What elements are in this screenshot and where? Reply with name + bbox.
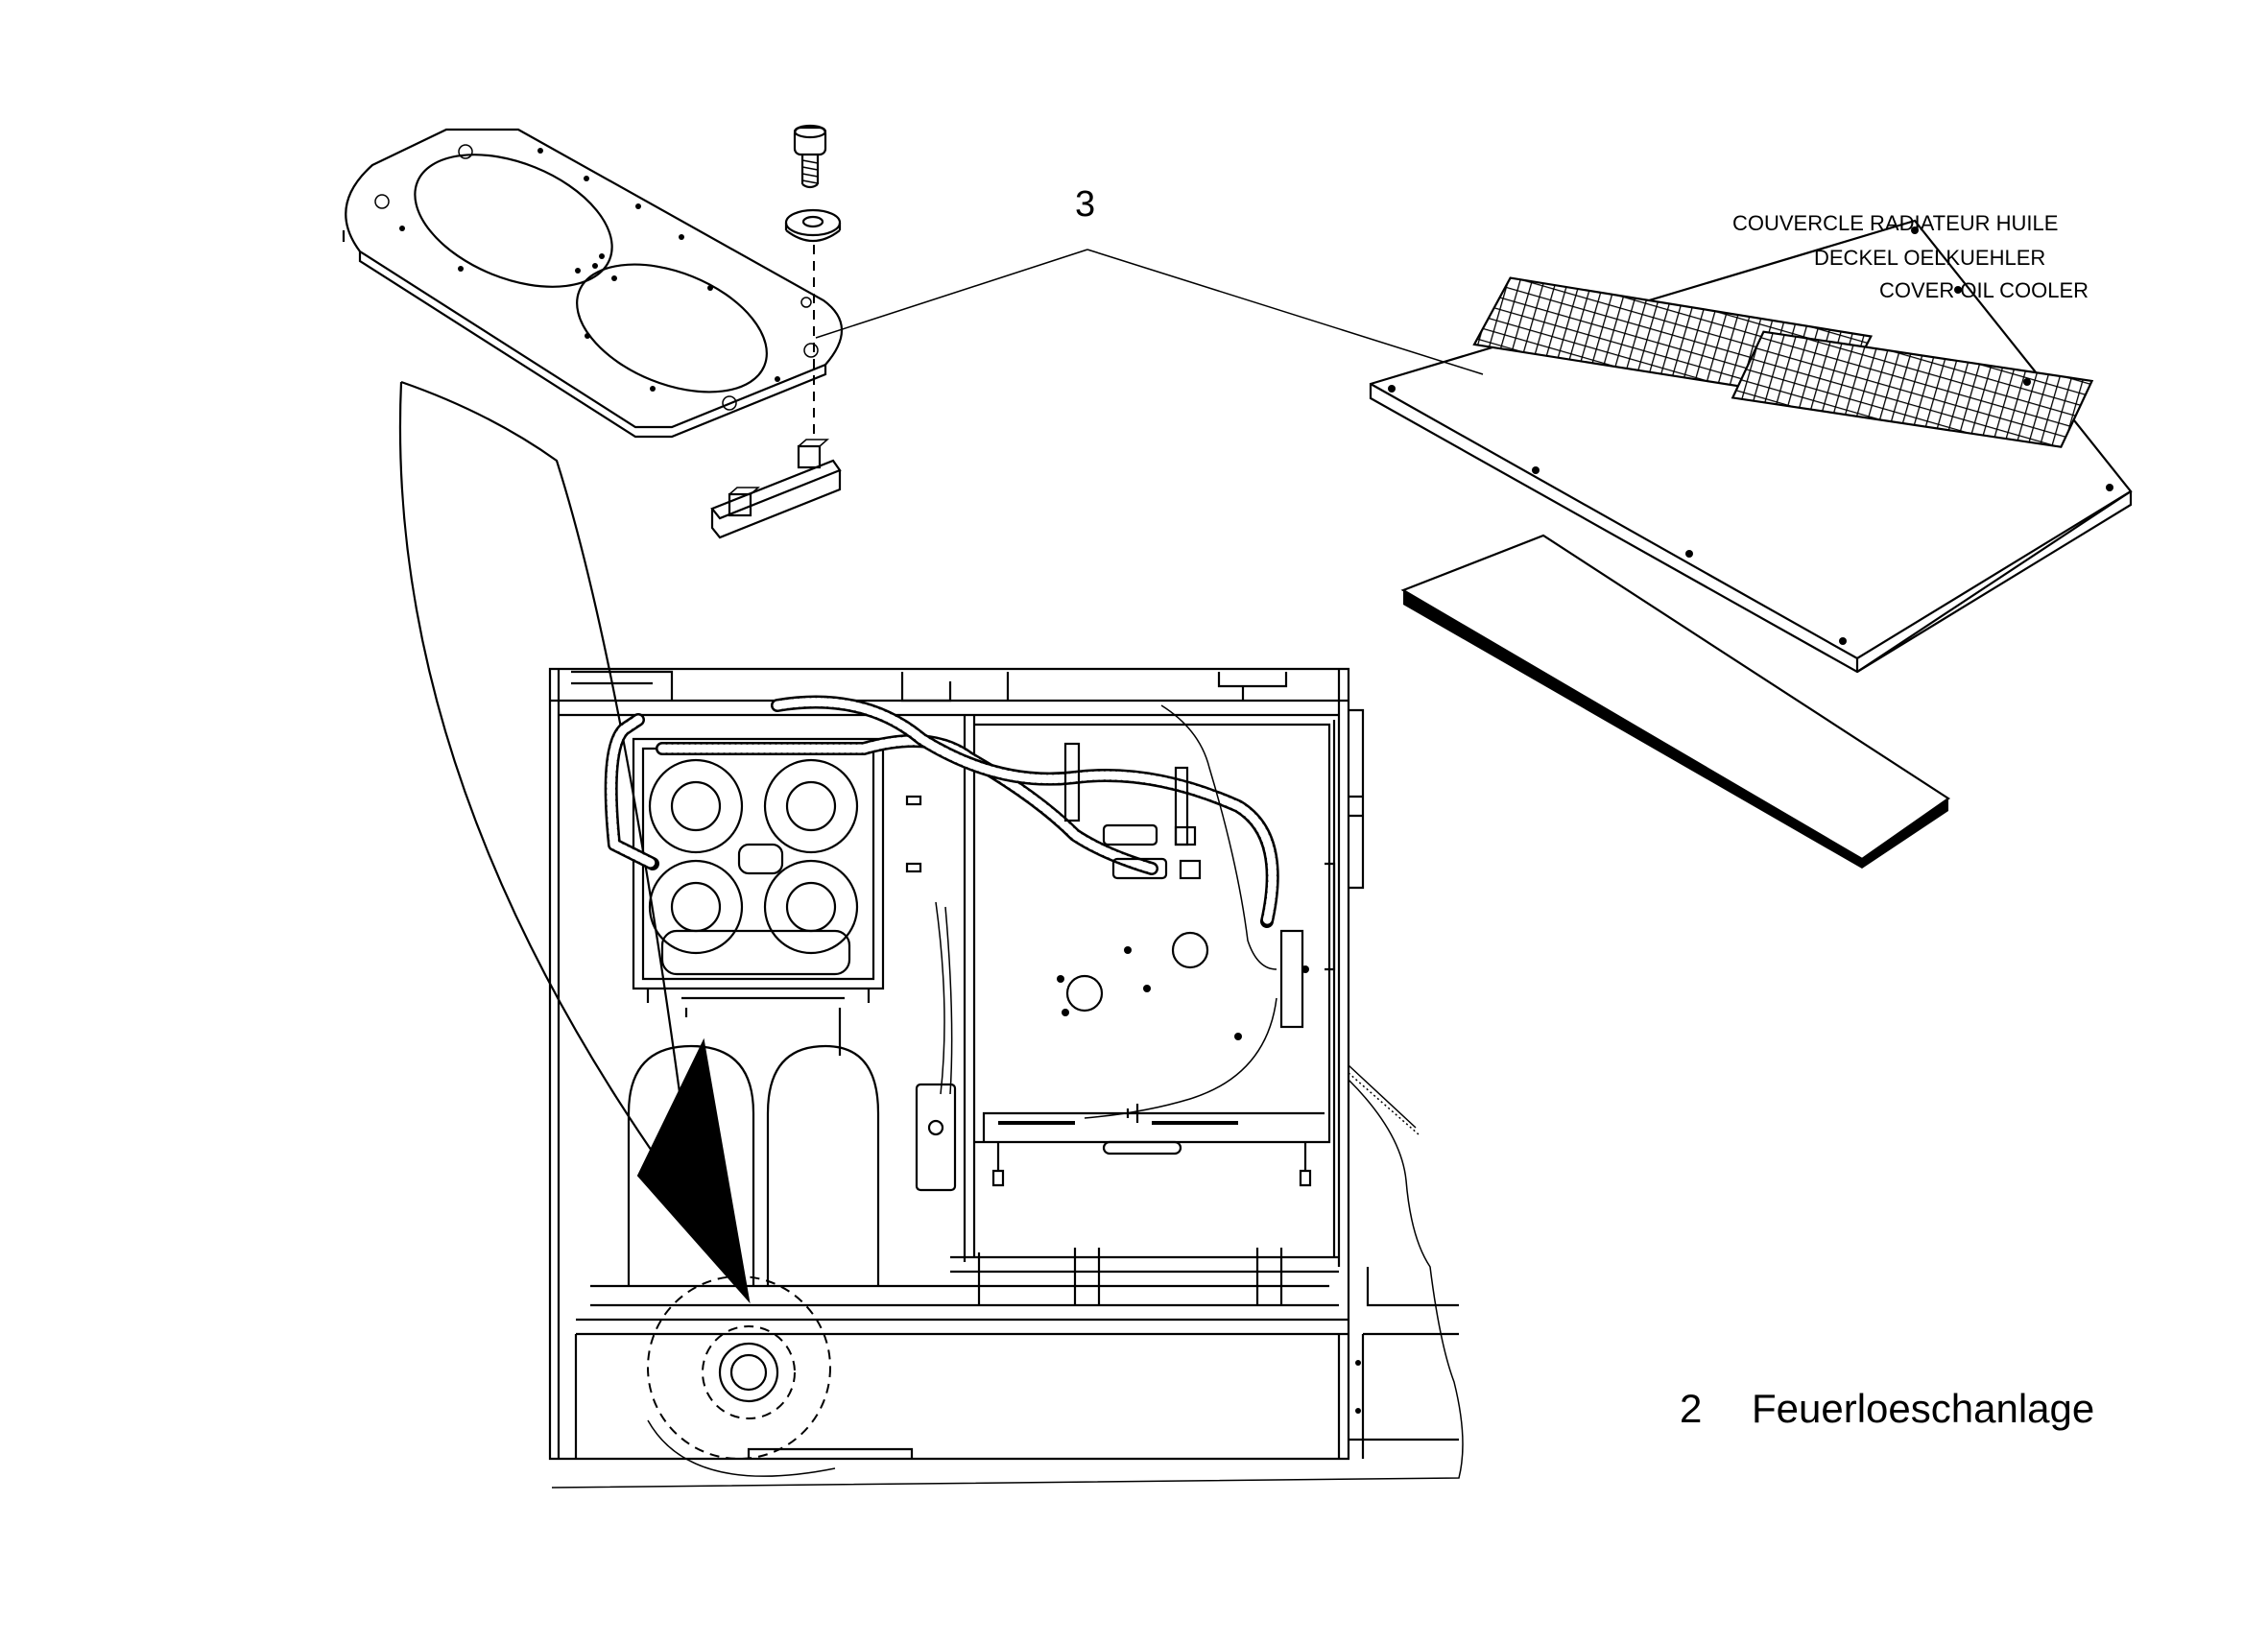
item2-number: 2 [1680, 1386, 1702, 1431]
cover-label-fr: COUVERCLE RADIATEUR HUILE [1732, 211, 2058, 235]
cover-seal-strip [1400, 534, 1950, 869]
washer [784, 208, 842, 242]
cover-label-de: DECKEL OELKUEHLER [1814, 246, 2045, 270]
item3-number: 3 [1075, 184, 1095, 225]
item2-name: Feuerloeschanlage [1752, 1386, 2094, 1431]
mounting-bracket [710, 439, 842, 539]
item3-leader-lines [815, 249, 1484, 375]
engine-compartment [548, 667, 1464, 1489]
oil-cooler-cover [1369, 219, 2133, 674]
bolt [793, 124, 827, 189]
flange-plate [342, 128, 844, 439]
curved-pointer [398, 380, 751, 1304]
pointer-arrow-icon [636, 1037, 751, 1304]
cover-label-en: COVER OIL COOLER [1879, 278, 2089, 302]
